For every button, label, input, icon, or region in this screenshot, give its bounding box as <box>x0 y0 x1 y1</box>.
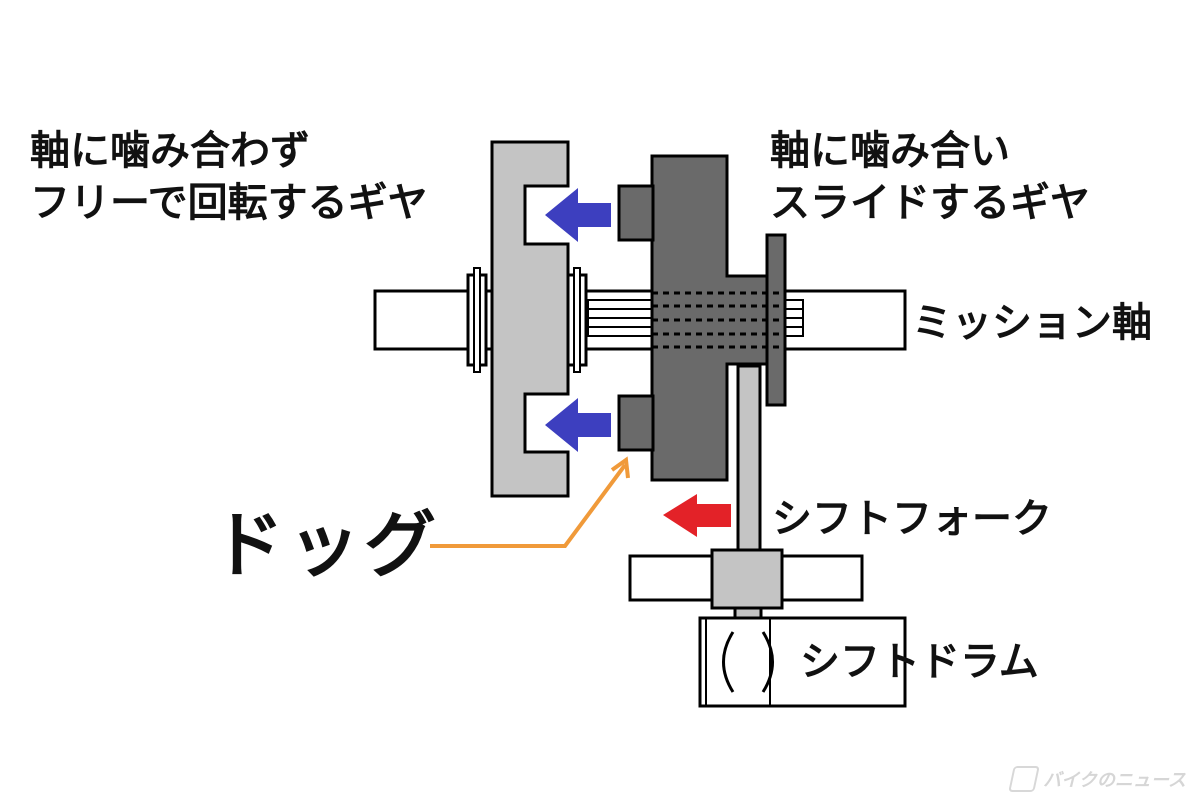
circlip-left <box>466 267 488 373</box>
slide-gear <box>617 154 787 482</box>
shift-drum-label: シフトドラム <box>800 639 1039 685</box>
slide-gear-label-line1: 軸に噛み合い <box>770 128 1010 174</box>
dog-label: ドッグ <box>212 503 441 587</box>
push-arrow-lower <box>545 398 611 452</box>
fork-arrow <box>663 494 731 537</box>
slide-gear-label-line2: スライドするギヤ <box>770 180 1090 226</box>
free-gear <box>490 140 570 498</box>
watermark-logo: バイクのニュース <box>1008 766 1186 792</box>
watermark-text: バイクのニュース <box>1043 770 1186 791</box>
shift-fork-label: シフトフォーク <box>772 496 1052 542</box>
shift-drum <box>698 616 907 708</box>
free-gear-label-line2: フリーで回転するギヤ <box>30 180 428 226</box>
dog-upper <box>617 184 655 242</box>
mission-shaft-label: ミッション軸 <box>912 300 1152 346</box>
dog-pointer-line <box>430 463 627 548</box>
shift-fork <box>736 364 762 556</box>
dog-lower <box>617 394 655 452</box>
circlip-right <box>566 267 588 373</box>
push-arrow-upper <box>545 188 611 242</box>
mission-shaft <box>373 289 907 351</box>
free-gear-label-line1: 軸に噛み合わず <box>30 128 310 174</box>
dog-pointer-head <box>610 456 630 479</box>
logo-mark-icon <box>1008 766 1041 792</box>
